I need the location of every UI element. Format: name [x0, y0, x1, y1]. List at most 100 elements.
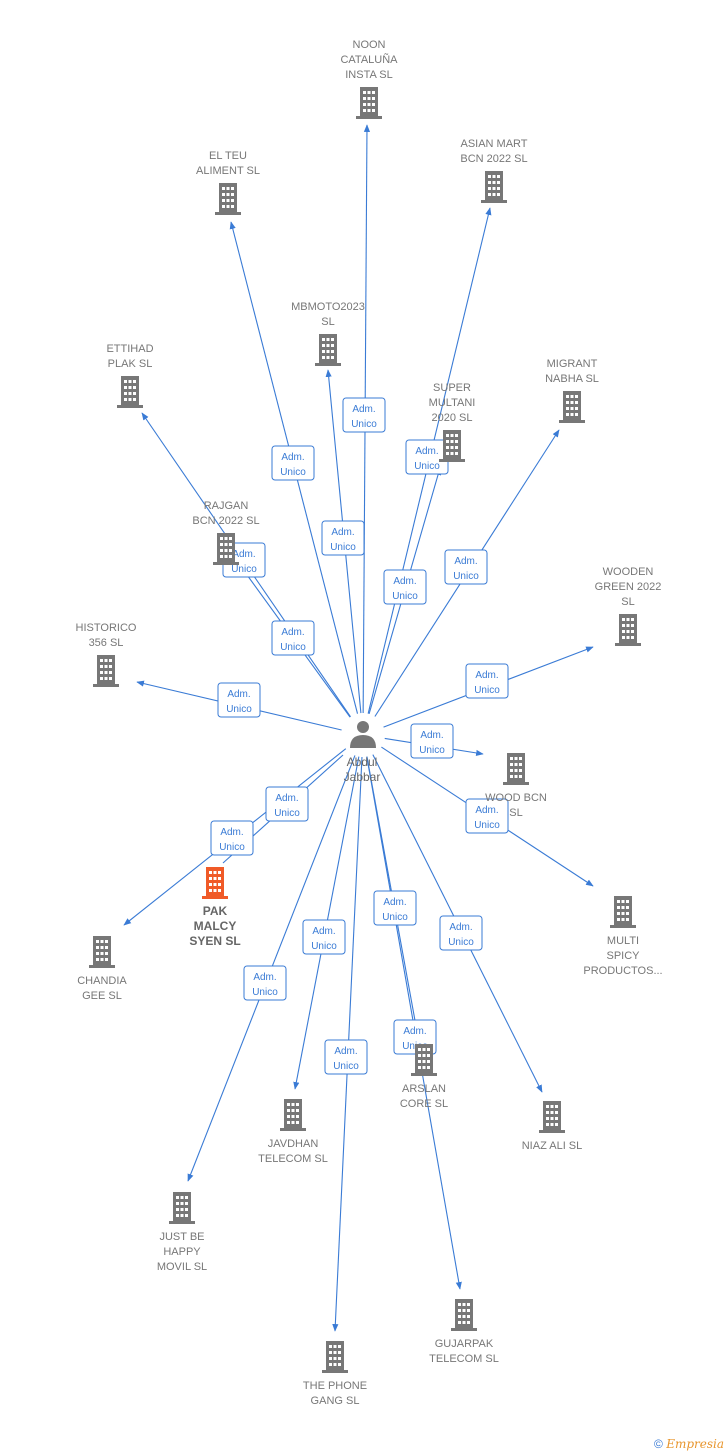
edge-label-asian-mart[interactable]: Adm.Unico [405, 439, 449, 475]
person-name-line: Abdul [347, 755, 378, 769]
edge-label-line: Unico [351, 419, 377, 430]
edge-label-line: Adm. [281, 452, 304, 463]
company-name-line: ARSLAN [402, 1083, 446, 1095]
edge-label-box [265, 786, 309, 822]
edge-label-box [444, 549, 488, 585]
edge-label-line: Adm. [383, 897, 406, 908]
edge-label-line: Unico [311, 941, 337, 952]
company-node-arslan[interactable]: ARSLAN CORE SL [400, 1044, 448, 1110]
edge-label-just-be[interactable]: Adm.Unico [243, 965, 287, 1001]
company-name-line: HISTORICO [76, 622, 137, 634]
edge-label-mbmoto[interactable]: Adm.Unico [321, 520, 365, 556]
edge-label-box [302, 919, 346, 955]
copyright-icon: © [654, 1437, 663, 1451]
edge-label-wooden[interactable]: Adm.Unico [465, 663, 509, 699]
edge-label-line: Adm. [403, 1026, 426, 1037]
company-name-line: MBMOTO2023 [291, 301, 365, 313]
edge-label-line: Unico [280, 642, 306, 653]
building-icon [481, 171, 507, 203]
building-icon [539, 1101, 565, 1133]
edge-label-niaz[interactable]: Adm.Unico [439, 915, 483, 951]
edge-label-line: Adm. [352, 404, 375, 415]
company-name-line: TELECOM SL [429, 1353, 499, 1365]
edge-label-line: Unico [414, 461, 440, 472]
edge-label-line: Adm. [281, 627, 304, 638]
edge-label-arslan[interactable]: Adm. Unico [373, 890, 417, 926]
edge-label-line: Unico [382, 912, 408, 923]
edge-label-noon[interactable]: Adm. Unico [342, 397, 386, 433]
building-icon [117, 376, 143, 408]
edge-label-line: Adm. [454, 556, 477, 567]
company-name-line: CORE SL [400, 1098, 448, 1110]
company-name-line: NOON [353, 39, 386, 51]
edge-label-phone-gang[interactable]: Adm.Unico [324, 1039, 368, 1075]
edge-label-multi-spicy[interactable]: Adm.Unico [465, 798, 509, 834]
company-name-line: JUST BE [159, 1231, 204, 1243]
company-name-line: GREEN 2022 [595, 581, 662, 593]
company-name-line: MOVIL SL [157, 1261, 207, 1273]
edge-label-super-multani[interactable]: Adm.Unico [383, 569, 427, 605]
edge-label-box [342, 397, 386, 433]
edge-label-migrant[interactable]: Adm.Unico [444, 549, 488, 585]
edge-label-box [465, 798, 509, 834]
company-name-line: SL [321, 316, 334, 328]
company-name-line: PRODUCTOS... [583, 965, 662, 977]
edge-label-line: Adm. [393, 576, 416, 587]
footer-brand[interactable]: © Empresia [654, 1437, 724, 1451]
company-name-line: INSTA SL [345, 69, 392, 81]
edge-label-line: Unico [274, 808, 300, 819]
edge-labels-layer: Adm.UnicoAdm.UnicoAdm.UnicoAdm.UnicoAdm.… [210, 397, 509, 1075]
company-node-niaz[interactable]: NIAZ ALI SL [522, 1101, 583, 1152]
building-icon [315, 334, 341, 366]
company-name-line: TELECOM SL [258, 1153, 328, 1165]
company-name-line: 356 SL [89, 637, 124, 649]
company-name-line: PAK [203, 904, 228, 918]
company-name-line: BCN 2022 SL [460, 153, 527, 165]
edge-label-box [439, 915, 483, 951]
edge-label-el-teu[interactable]: Adm.Unico [271, 445, 315, 481]
edge-label-javdhan[interactable]: Adm. Unico [302, 919, 346, 955]
company-node-historico[interactable]: HISTORICO 356 SL [76, 622, 137, 687]
building-icon [322, 1341, 348, 1373]
building-icon [451, 1299, 477, 1331]
edge-label-line: Unico [330, 542, 356, 553]
edge-label-box [271, 620, 315, 656]
edge-label-line: Adm. [312, 926, 335, 937]
company-name-line: BCN 2022 SL [192, 515, 259, 527]
edge-label-rajgan[interactable]: Adm. Unico [271, 620, 315, 656]
edge-label-historico[interactable]: Adm.Unico [217, 682, 261, 718]
company-name-line: WOODEN [603, 566, 654, 578]
edge-label-chandia[interactable]: Adm.Unico [210, 820, 254, 856]
edge-label-line: Unico [474, 820, 500, 831]
edge-label-pak-malcy[interactable]: Adm.Unico [265, 786, 309, 822]
company-name-line: GUJARPAK [435, 1338, 494, 1350]
company-node-multi-spicy[interactable]: MULTISPICYPRODUCTOS... [583, 896, 663, 977]
company-name-line: EL TEU [209, 150, 247, 162]
edge-label-box [271, 445, 315, 481]
edge-label-wood-bcn[interactable]: Adm.Unico [410, 723, 454, 759]
company-name-line: THE PHONE [303, 1380, 367, 1392]
company-name-line: WOOD BCN [485, 792, 547, 804]
edge-label-box [210, 820, 254, 856]
company-node-gujarpak[interactable]: GUJARPAK TELECOM SL [429, 1299, 499, 1365]
edge-label-line: Adm. [227, 689, 250, 700]
edge-label-box [243, 965, 287, 1001]
